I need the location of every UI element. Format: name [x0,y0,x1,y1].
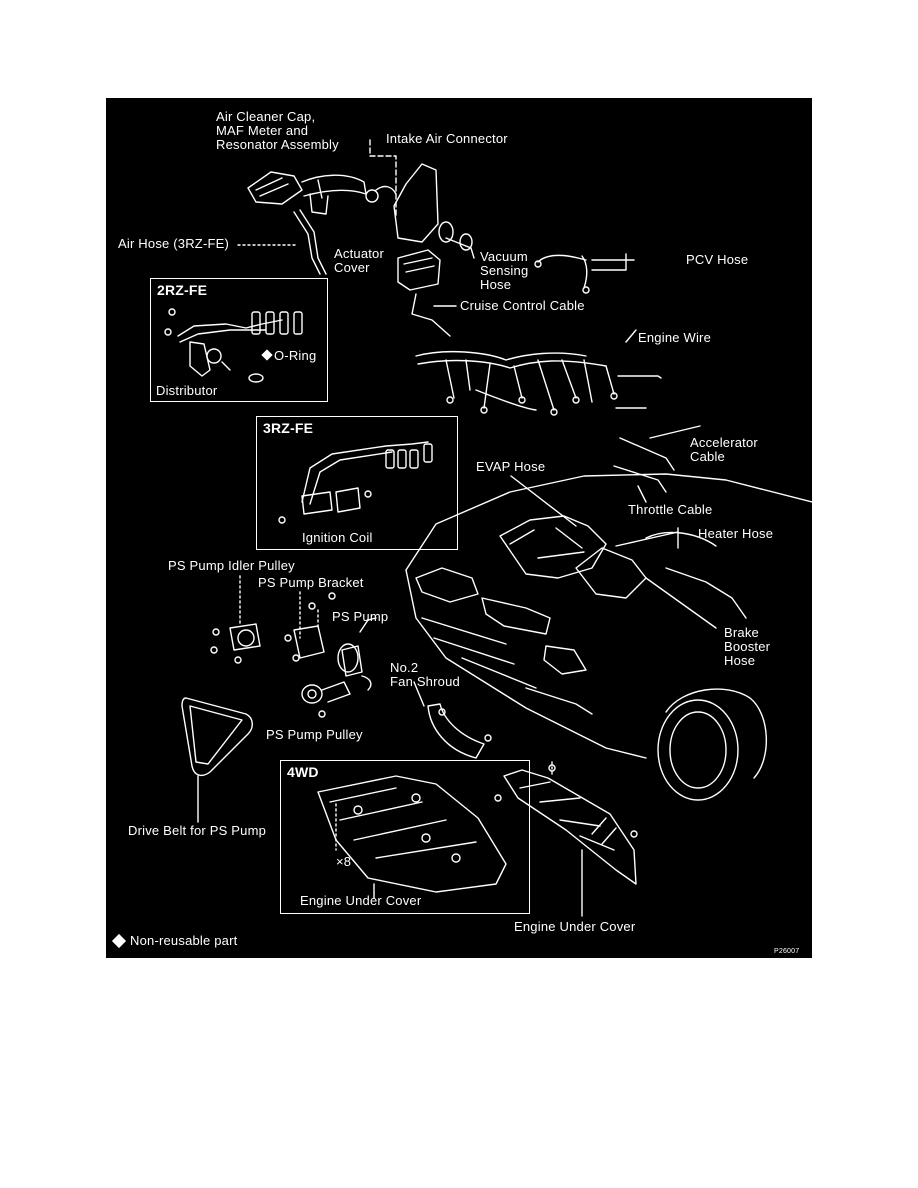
drive-belt-drawing [181,697,253,777]
throttle-cable-drawing [613,465,667,493]
leader-line [649,425,701,439]
inset-3rz-fe: 3RZ-FE [256,416,458,550]
label-ignition-coil: Ignition Coil [302,530,373,545]
inset-4wd: 4WD [280,760,530,914]
label-cruise-cable: Cruise Control Cable [460,298,585,313]
vehicle-drawing [405,473,812,801]
label-drive-belt: Drive Belt for PS Pump [128,823,267,838]
air-hose-drawing [293,211,321,275]
ps-bracket-drawing [284,591,336,662]
leader-line [591,253,635,271]
inset-3rz-fe-title: 3RZ-FE [263,420,314,436]
label-o-ring: O-Ring [274,348,317,363]
label-actuator-cover: Actuator Cover [334,246,385,275]
guide-dashed-line [369,139,397,219]
pcv-hose-drawing [534,254,590,294]
engine-under-cover-4wd-drawing [317,775,507,893]
label-air-cleaner: Air Cleaner Cap, MAF Meter and Resonator… [216,109,339,152]
label-fan-shroud: No.2 Fan Shroud [390,660,460,689]
label-ps-pump: PS Pump [332,609,389,624]
accelerator-cable-drawing [619,437,675,471]
legend-non-reusable: Non-reusable part [130,933,238,948]
air-cleaner-drawing [247,163,473,251]
leader-line [625,329,637,343]
label-brake-booster-hose: Brake Booster Hose [724,625,771,668]
inset-4wd-title: 4WD [287,764,319,780]
label-ps-idler: PS Pump Idler Pulley [168,558,295,573]
label-engine-under-cover-4wd: Engine Under Cover [300,893,422,908]
label-intake-connector: Intake Air Connector [386,131,508,146]
leader-line [445,237,475,259]
exploded-diagram: 2RZ-FE 3RZ-FE 4WD Air Cleaner Cap, MAF M… [106,98,812,958]
leader-line [510,475,577,527]
ps-idler-drawing [210,575,261,664]
label-ps-pulley: PS Pump Pulley [266,727,363,742]
leader-line [413,681,425,707]
leader-line [645,577,717,629]
label-vacuum-hose: Vacuum Sensing Hose [480,249,529,292]
distributor-drawing [164,308,303,383]
component-drawings [164,139,812,917]
label-distributor: Distributor [156,383,218,398]
fan-shroud-drawing [427,703,485,759]
ps-pump-drawing [301,617,377,718]
ignition-coil-drawing [278,441,433,524]
label-ps-bracket: PS Pump Bracket [258,575,364,590]
label-accelerator-cable: Accelerator Cable [690,435,758,464]
actuator-cover-drawing [397,249,451,337]
label-throttle-cable: Throttle Cable [628,502,713,517]
inset-2rz-fe-title: 2RZ-FE [157,282,208,298]
label-air-hose: Air Hose (3RZ-FE) [118,236,230,251]
figure-code: P26007 [774,948,800,955]
label-engine-under-cover: Engine Under Cover [514,919,636,934]
label-heater-hose: Heater Hose [698,526,774,541]
label-bolt-count: ×8 [336,854,352,869]
leader-line [637,485,647,503]
label-evap-hose: EVAP Hose [476,459,546,474]
label-pcv-hose: PCV Hose [686,252,749,267]
inset-2rz-fe: 2RZ-FE [150,278,328,402]
leader-line [615,531,679,547]
engine-under-cover-drawing [494,761,638,885]
label-engine-wire: Engine Wire [638,330,712,345]
engine-wire-drawing [415,350,662,416]
